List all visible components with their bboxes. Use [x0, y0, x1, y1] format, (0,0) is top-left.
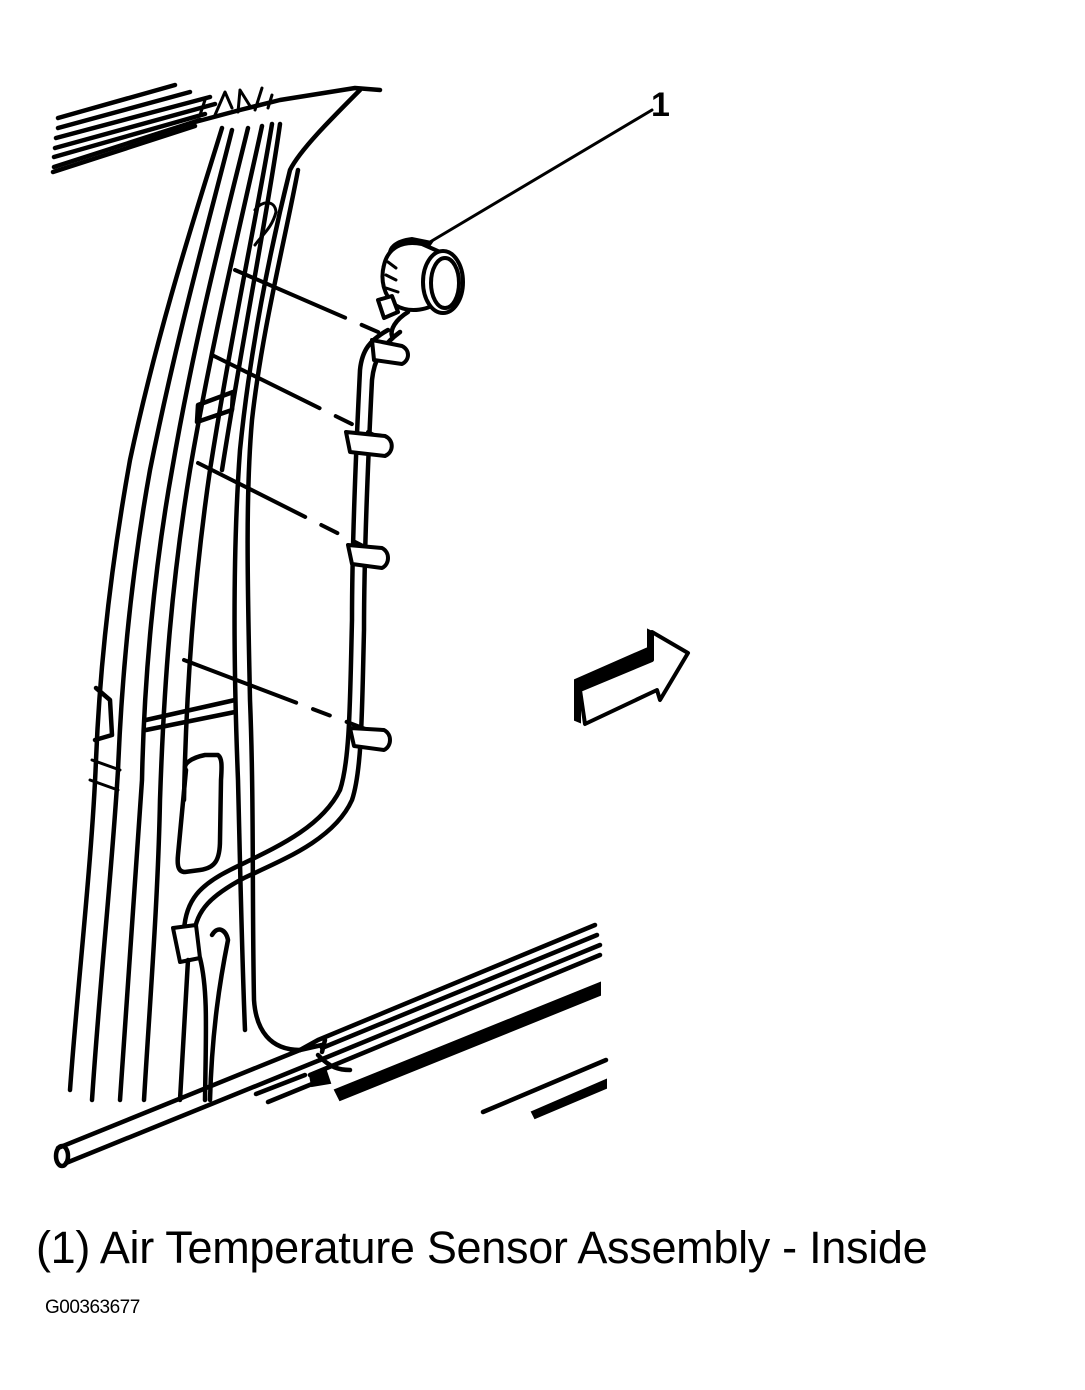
wiring-harness	[171, 309, 411, 1103]
view-direction-arrow	[574, 628, 690, 726]
rocker-sill	[53, 922, 609, 1169]
pillar	[67, 87, 363, 1103]
callout-number-1: 1	[651, 86, 670, 124]
figure-id: G00363677	[45, 1297, 140, 1318]
service-diagram	[50, 82, 690, 1169]
figure-caption: (1) Air Temperature Sensor Assembly - In…	[36, 1222, 928, 1273]
callout-leader	[428, 108, 654, 244]
roof-lines	[50, 82, 383, 175]
air-temperature-sensor	[376, 236, 465, 320]
harness-clips	[182, 268, 410, 752]
